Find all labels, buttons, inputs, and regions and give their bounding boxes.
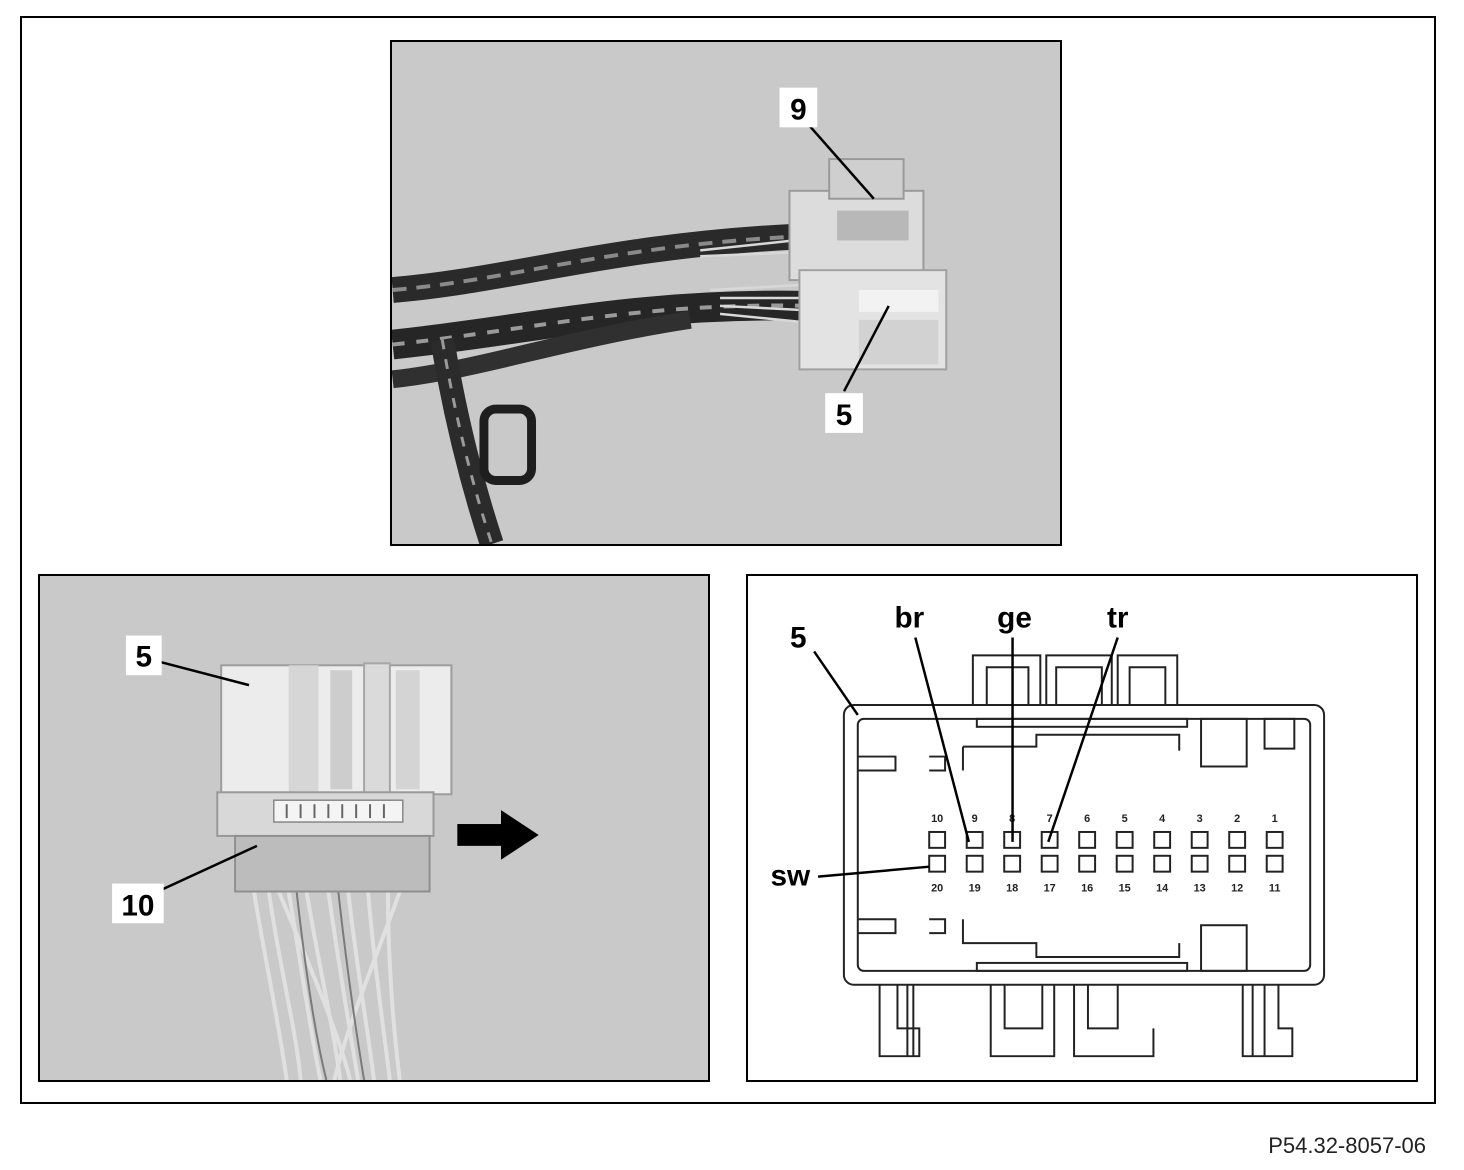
callout-5: 5 (836, 399, 853, 432)
pin-17 (1040, 854, 1059, 873)
pin-number-9: 9 (972, 813, 978, 825)
pin-14 (1153, 854, 1172, 873)
pin-19 (965, 854, 984, 873)
pin-20 (928, 854, 947, 873)
pin-number-11: 11 (1269, 882, 1281, 894)
figure-code: P54.32-8057-06 (1268, 1133, 1426, 1158)
connector-harness-photo: 9 5 (390, 40, 1062, 546)
callout-9: 9 (790, 93, 807, 126)
pin-number-4: 4 (1159, 813, 1165, 825)
pin-18 (1003, 854, 1022, 873)
pin-1 (1265, 830, 1284, 849)
pin-10 (928, 830, 947, 849)
callout-10: 10 (121, 889, 154, 922)
pin-5 (1115, 830, 1134, 849)
pin-number-5: 5 (1122, 813, 1128, 825)
pin-number-18: 18 (1006, 882, 1018, 894)
pin-row-bottom: 20 19 18 17 16 15 14 13 12 11 (928, 854, 1284, 894)
wire-label-ge: ge (997, 602, 1032, 635)
pin-number-2: 2 (1234, 813, 1240, 825)
pin-11 (1265, 854, 1284, 873)
pin-number-1: 1 (1272, 813, 1278, 825)
pin-number-3: 3 (1197, 813, 1203, 825)
pin-number-17: 17 (1044, 882, 1056, 894)
pin-6 (1078, 830, 1097, 849)
pin-15 (1115, 854, 1134, 873)
pin-number-10: 10 (931, 813, 943, 825)
callout-5: 5 (136, 640, 153, 673)
pin-3 (1190, 830, 1209, 849)
pin-number-20: 20 (931, 882, 943, 894)
pin-number-12: 12 (1231, 882, 1243, 894)
pin-12 (1228, 854, 1247, 873)
harness-illustration: 9 5 (392, 87, 948, 544)
pin-number-16: 16 (1081, 882, 1093, 894)
pin-number-13: 13 (1194, 882, 1206, 894)
pin-7 (1040, 830, 1059, 849)
wire-label-br: br (894, 602, 924, 635)
pin-number-14: 14 (1156, 882, 1168, 894)
pin-number-19: 19 (969, 882, 981, 894)
connector-release-illustration: 5 10 (112, 635, 539, 1080)
arrow-right-icon (457, 810, 539, 860)
pin-16 (1078, 854, 1097, 873)
wire-label-tr: tr (1107, 602, 1129, 635)
wire-label-sw: sw (770, 860, 811, 893)
connector-label: 5 (790, 621, 807, 654)
pin-4 (1153, 830, 1172, 849)
pin-row-top: 10987654321 (928, 813, 1284, 849)
pin-9 (965, 830, 984, 849)
pin-number-15: 15 (1119, 882, 1131, 894)
pin-number-7: 7 (1047, 813, 1053, 825)
pin-2 (1228, 830, 1247, 849)
pin-number-6: 6 (1084, 813, 1090, 825)
pin-13 (1190, 854, 1209, 873)
connector-release-photo: 5 10 (38, 574, 710, 1082)
